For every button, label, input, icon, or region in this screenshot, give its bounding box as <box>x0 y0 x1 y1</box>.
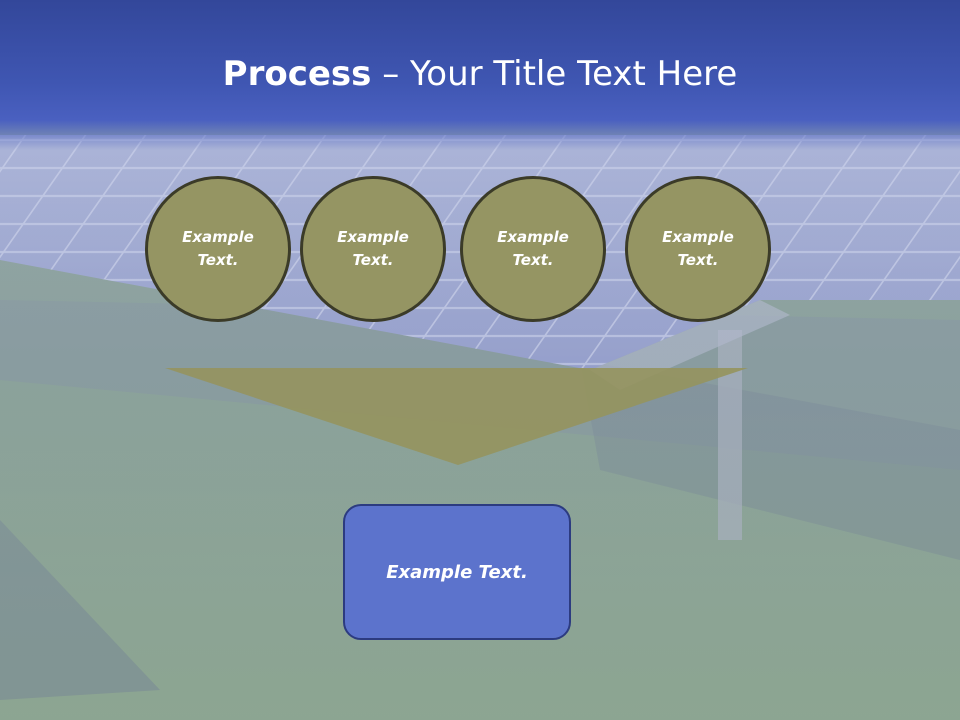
process-step-circle-4: Example Text. <box>625 176 771 322</box>
title-rest: Your Title Text Here <box>410 54 738 94</box>
funnel-triangle <box>165 368 748 465</box>
title-separator: – <box>371 54 411 94</box>
result-box: Example Text. <box>343 504 571 640</box>
slide-title: Process – Your Title Text Here <box>0 52 960 96</box>
process-step-label-1: Example Text. <box>182 228 254 269</box>
process-step-label-4: Example Text. <box>662 228 734 269</box>
process-step-circle-2: Example Text. <box>300 176 446 322</box>
process-step-circle-1: Example Text. <box>145 176 291 322</box>
process-step-label-2: Example Text. <box>337 228 409 269</box>
process-step-label-3: Example Text. <box>497 228 569 269</box>
title-band <box>0 0 960 150</box>
process-step-circle-3: Example Text. <box>460 176 606 322</box>
result-label: Example Text. <box>386 561 528 583</box>
title-bold: Process <box>222 54 372 94</box>
